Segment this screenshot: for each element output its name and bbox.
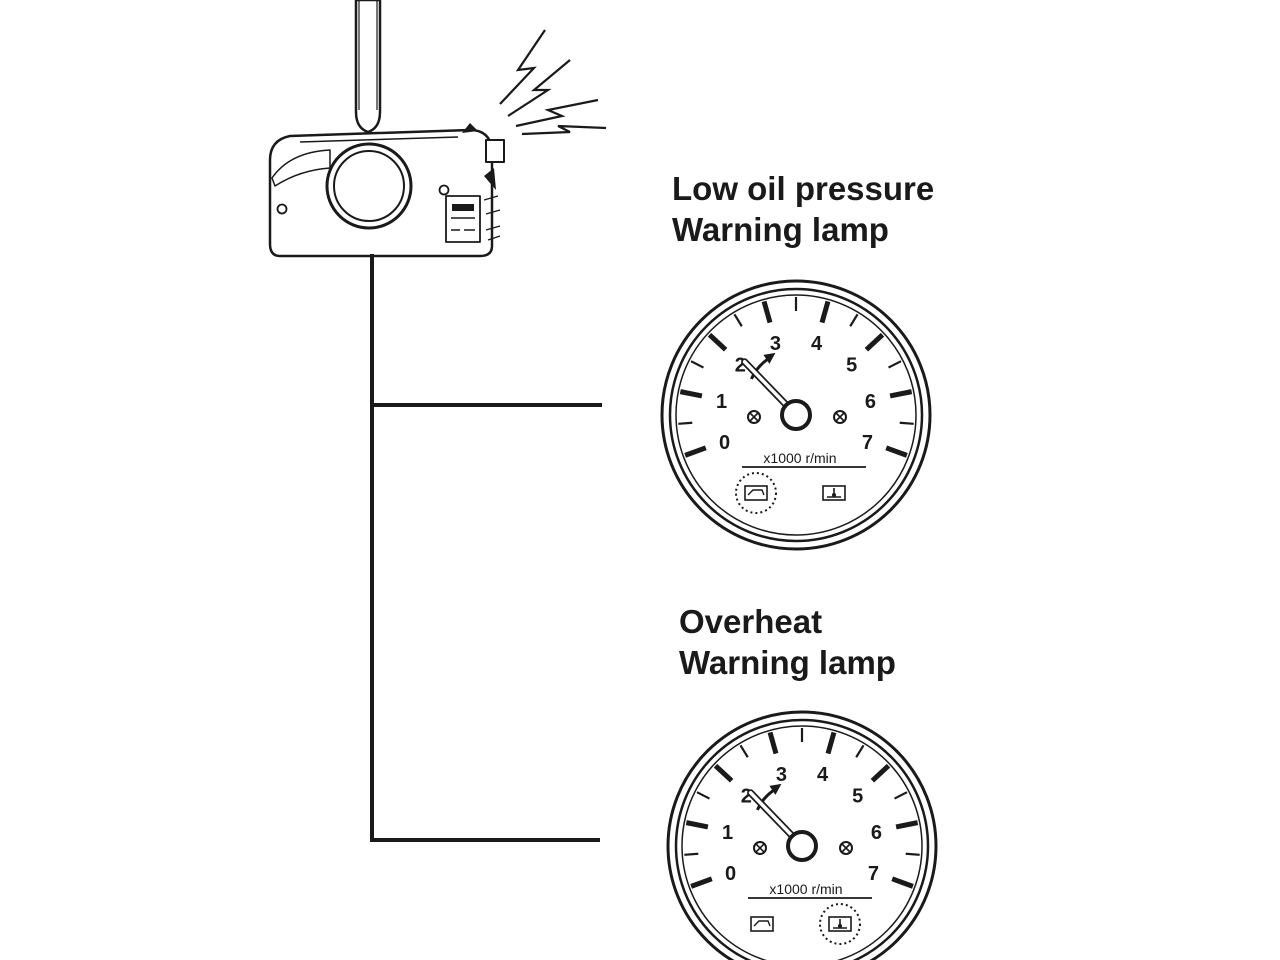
minor-tick <box>849 313 859 327</box>
oil-pressure-lamp-icon <box>750 916 774 932</box>
overheat-lamp-icon <box>819 903 861 945</box>
major-tick <box>825 731 837 755</box>
major-tick <box>889 389 913 399</box>
screw-left <box>276 203 288 215</box>
major-tick <box>891 876 914 889</box>
switch-plate <box>445 195 481 243</box>
wiring-harness <box>370 254 602 842</box>
minor-tick <box>684 852 699 856</box>
tick-label-5: 5 <box>846 354 857 376</box>
tick-label-3: 3 <box>770 333 781 355</box>
minor-tick <box>855 744 865 758</box>
overheat-lamp-icon <box>822 485 846 501</box>
minor-tick <box>678 421 693 425</box>
range-arrow-head <box>769 783 782 795</box>
minor-tick <box>733 313 743 327</box>
major-tick <box>684 445 707 458</box>
major-tick <box>767 731 779 755</box>
needle-hub <box>786 830 818 862</box>
heat-caption-line2: Warning lamp <box>679 644 896 681</box>
major-tick <box>713 763 734 783</box>
right-indicator-lamp-icon <box>839 841 853 855</box>
minor-tick <box>905 852 920 856</box>
minor-tick <box>696 791 710 800</box>
unit-label: x1000 r/min <box>763 450 836 466</box>
right-indicator-lamp-icon <box>833 410 847 424</box>
minor-tick <box>739 744 749 758</box>
gauge-face <box>675 294 917 536</box>
remote-control-box <box>268 0 505 258</box>
major-tick <box>864 332 885 352</box>
left-indicator-lamp-icon <box>747 410 761 424</box>
tick-label-4: 4 <box>817 764 829 786</box>
minor-tick <box>894 791 908 800</box>
minor-tick <box>899 421 914 425</box>
gauge-ticks <box>678 297 914 458</box>
unit-label: x1000 r/min <box>769 881 842 897</box>
lamp-glow <box>819 903 861 945</box>
buzzer-sound-icon <box>499 29 607 136</box>
major-tick <box>761 300 773 324</box>
screw-right <box>438 184 450 196</box>
major-tick <box>685 820 709 830</box>
major-tick <box>679 389 703 399</box>
tick-label-5: 5 <box>852 785 863 807</box>
tick-label-0: 0 <box>725 863 736 885</box>
tick-label-3: 3 <box>776 764 787 786</box>
gauge-bezel-inner <box>668 287 924 543</box>
oil-caption-line1: Low oil pressure <box>672 170 935 207</box>
oil-caption-line2: Warning lamp <box>672 211 889 248</box>
buzzer-mount <box>485 139 505 163</box>
control-lever <box>354 0 382 134</box>
oil-pressure-lamp-icon <box>735 472 777 514</box>
overheat-caption: Overheat Warning lamp <box>679 601 896 683</box>
needle-hub <box>780 399 812 431</box>
major-tick <box>819 300 831 324</box>
left-indicator-lamp-icon <box>753 841 767 855</box>
major-tick <box>870 763 891 783</box>
low-oil-pressure-caption: Low oil pressure Warning lamp <box>672 168 934 250</box>
tick-label-6: 6 <box>871 822 882 844</box>
tick-label-4: 4 <box>811 333 823 355</box>
gauge-face <box>681 725 923 960</box>
major-tick <box>895 820 919 830</box>
tick-label-2: 2 <box>735 354 746 376</box>
tick-label-0: 0 <box>719 432 730 454</box>
tick-label-1: 1 <box>716 391 727 413</box>
tick-label-7: 7 <box>868 863 879 885</box>
gauge-ticks <box>684 728 920 889</box>
tick-label-1: 1 <box>722 822 733 844</box>
minor-tick <box>888 360 902 369</box>
tick-label-7: 7 <box>862 432 873 454</box>
major-tick <box>707 332 728 352</box>
major-tick <box>690 876 713 889</box>
major-tick <box>885 445 908 458</box>
tick-label-2: 2 <box>741 785 752 807</box>
gauge-bezel-inner <box>674 718 930 960</box>
range-arrow-head <box>763 352 776 364</box>
lamp-glow <box>735 472 777 514</box>
tick-label-6: 6 <box>865 391 876 413</box>
heat-caption-line1: Overheat <box>679 603 823 640</box>
minor-tick <box>690 360 704 369</box>
